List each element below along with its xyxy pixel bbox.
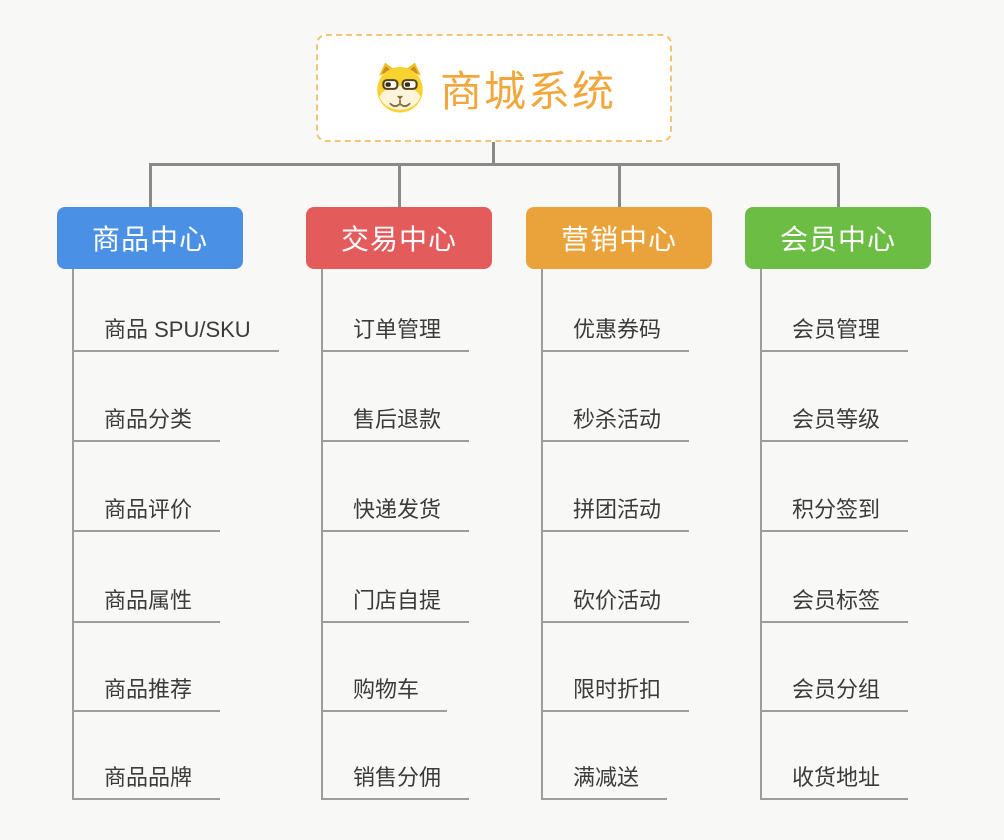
leaf-node-product-review[interactable]: 商品评价 bbox=[72, 486, 221, 532]
leaf-node-bargain-activity[interactable]: 砍价活动 bbox=[541, 577, 690, 623]
branch-spine-trade bbox=[321, 269, 323, 798]
branch-spine-marketing bbox=[541, 269, 543, 798]
leaf-node-store-pickup[interactable]: 门店自提 bbox=[321, 577, 470, 623]
branch-node-trade-center[interactable]: 交易中心 bbox=[306, 207, 492, 269]
leaf-node-shipping-address[interactable]: 收货地址 bbox=[760, 754, 909, 800]
leaf-node-product-brand[interactable]: 商品品牌 bbox=[72, 754, 221, 800]
branch-node-marketing-center[interactable]: 营销中心 bbox=[526, 207, 712, 269]
leaf-node-member-tag[interactable]: 会员标签 bbox=[760, 577, 909, 623]
root-node[interactable]: 商城系统 bbox=[316, 34, 672, 142]
connector-root-stem bbox=[492, 142, 495, 164]
dog-face-icon bbox=[372, 60, 428, 116]
leaf-node-coupon-code[interactable]: 优惠券码 bbox=[541, 306, 690, 352]
leaf-node-spend-and-save[interactable]: 满减送 bbox=[541, 754, 668, 800]
connector-drop-product bbox=[149, 163, 152, 208]
branch-spine-product bbox=[72, 269, 74, 798]
leaf-node-member-management[interactable]: 会员管理 bbox=[760, 306, 909, 352]
leaf-node-limited-time-discount[interactable]: 限时折扣 bbox=[541, 666, 690, 712]
leaf-node-product-recommend[interactable]: 商品推荐 bbox=[72, 666, 221, 712]
leaf-node-flash-sale[interactable]: 秒杀活动 bbox=[541, 396, 690, 442]
leaf-node-product-attribute[interactable]: 商品属性 bbox=[72, 577, 221, 623]
leaf-node-order-management[interactable]: 订单管理 bbox=[321, 306, 470, 352]
root-title: 商城系统 bbox=[439, 67, 616, 115]
connector-drop-trade bbox=[398, 163, 401, 208]
leaf-node-group-buy[interactable]: 拼团活动 bbox=[541, 486, 690, 532]
leaf-node-product-category[interactable]: 商品分类 bbox=[72, 396, 221, 442]
branch-node-product-center[interactable]: 商品中心 bbox=[57, 207, 243, 269]
leaf-node-member-level[interactable]: 会员等级 bbox=[760, 396, 909, 442]
leaf-node-express-delivery[interactable]: 快递发货 bbox=[321, 486, 470, 532]
branch-node-member-center[interactable]: 会员中心 bbox=[745, 207, 931, 269]
connector-drop-member bbox=[837, 163, 840, 208]
leaf-node-points-checkin[interactable]: 积分签到 bbox=[760, 486, 909, 532]
leaf-node-member-group[interactable]: 会员分组 bbox=[760, 666, 909, 712]
branch-spine-member bbox=[760, 269, 762, 798]
leaf-node-shopping-cart[interactable]: 购物车 bbox=[321, 666, 448, 712]
leaf-node-aftersale-refund[interactable]: 售后退款 bbox=[321, 396, 470, 442]
connector-drop-marketing bbox=[618, 163, 621, 208]
leaf-node-product-spu-sku[interactable]: 商品 SPU/SKU bbox=[72, 306, 279, 352]
connector-horizontal-rail bbox=[149, 163, 839, 166]
leaf-node-sales-commission[interactable]: 销售分佣 bbox=[321, 754, 470, 800]
